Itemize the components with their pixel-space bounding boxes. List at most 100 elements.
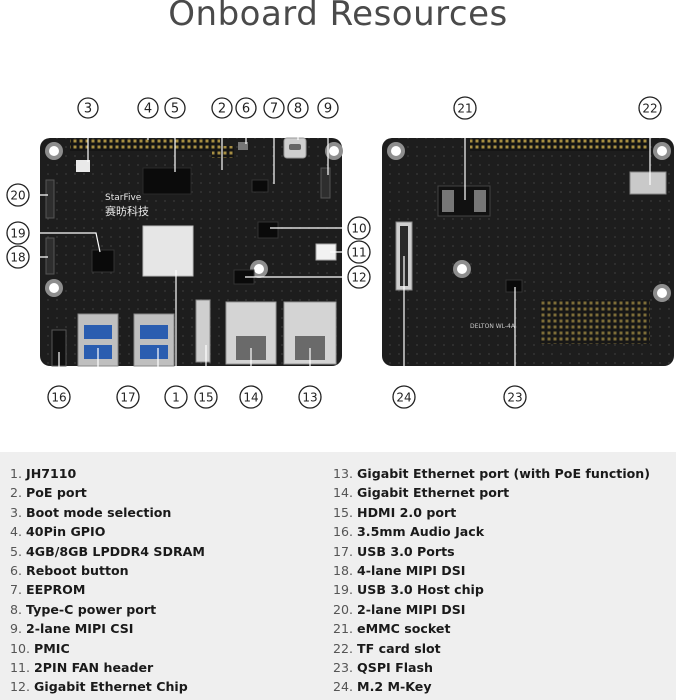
svg-text:4: 4 (144, 102, 152, 117)
board-diagram: StarFive 赛昉科技 (6, 96, 674, 409)
legend-item: 7. EEPROM (10, 582, 86, 598)
callout-1: 1 (164, 385, 188, 409)
callout-4: 4 (137, 97, 159, 119)
svg-text:13: 13 (302, 391, 317, 405)
svg-text:10: 10 (351, 222, 366, 236)
legend-item: 3. Boot mode selection (10, 504, 172, 520)
svg-text:8: 8 (294, 102, 302, 117)
page-title: Onboard Resources (168, 0, 508, 34)
svg-text:14: 14 (243, 391, 258, 405)
legend-item: 5. 4GB/8GB LPDDR4 SDRAM (10, 543, 205, 559)
callout-3: 3 (77, 97, 99, 119)
legend-item: 11. 2PIN FAN header (10, 659, 154, 675)
legend-item: 10. PMIC (10, 640, 70, 656)
legend-item: 14. Gigabit Ethernet port (333, 485, 510, 501)
legend-item: 24. M.2 M-Key (333, 679, 432, 695)
legend-item: 2. PoE port (10, 485, 87, 501)
svg-text:5: 5 (171, 102, 179, 117)
mipi-dsi-4lane-connector (45, 237, 55, 275)
legend-item: 13. Gigabit Ethernet port (with PoE func… (333, 466, 651, 481)
mipi-csi-connector (320, 167, 331, 199)
legend-item: 6. Reboot button (10, 562, 129, 578)
svg-text:20: 20 (10, 189, 25, 203)
brand-logo-en: StarFive (105, 193, 142, 203)
svg-text:6: 6 (242, 102, 250, 117)
legend-item: 9. 2-lane MIPI CSI (10, 621, 134, 637)
legend-item: 18. 4-lane MIPI DSI (333, 562, 466, 578)
callout-22: 22 (638, 96, 662, 120)
svg-text:16: 16 (51, 391, 66, 405)
svg-text:3: 3 (84, 102, 92, 117)
svg-text:24: 24 (396, 391, 411, 405)
legend-item: 15. HDMI 2.0 port (333, 504, 457, 520)
callout-7: 7 (263, 97, 285, 119)
callout-12: 12 (347, 265, 371, 289)
legend-panel: 1. JH7110 2. PoE port 3. Boot mode selec… (0, 452, 676, 700)
legend-item: 8. Type-C power port (10, 601, 157, 617)
mounting-holes-back (387, 142, 671, 302)
callout-24: 24 (392, 385, 416, 409)
board-front: StarFive 赛昉科技 (40, 137, 343, 367)
svg-text:22: 22 (642, 102, 657, 116)
callout-11: 11 (347, 240, 371, 264)
svg-text:21: 21 (457, 102, 472, 116)
legend-item: 22. TF card slot (333, 640, 441, 656)
callout-8: 8 (287, 97, 309, 119)
poe-header (212, 146, 234, 158)
through-hole-pads (540, 300, 650, 344)
legend-item: 19. USB 3.0 Host chip (333, 582, 484, 598)
boot-switch (76, 160, 90, 172)
svg-text:9: 9 (324, 102, 332, 117)
pmic-chip (257, 221, 279, 239)
tf-card-slot (629, 171, 667, 195)
gpio-pins-back (470, 139, 650, 151)
callouts: 3 4 5 2 6 7 8 9 10 11 12 20 19 18 16 17 … (6, 96, 662, 409)
svg-text:15: 15 (198, 391, 213, 405)
callout-14: 14 (239, 385, 263, 409)
svg-text:23: 23 (507, 391, 522, 405)
svg-text:1: 1 (172, 391, 180, 405)
brand-logo-cn: 赛昉科技 (105, 204, 149, 218)
svg-text:11: 11 (351, 246, 366, 260)
callout-19: 19 (6, 221, 30, 245)
reboot-button-part (238, 142, 248, 150)
ram-chip (142, 167, 192, 195)
callout-9: 9 (317, 97, 339, 119)
svg-text:17: 17 (120, 391, 135, 405)
callout-17: 17 (116, 385, 140, 409)
mipi-dsi-2lane-connector (45, 179, 55, 219)
legend-item: 1. JH7110 (10, 466, 77, 481)
callout-20: 20 (6, 183, 30, 207)
callout-16: 16 (47, 385, 71, 409)
legend-item: 4. 40Pin GPIO (10, 524, 106, 540)
callout-15: 15 (194, 385, 218, 409)
callout-23: 23 (503, 385, 527, 409)
svg-text:18: 18 (10, 251, 25, 265)
callout-18: 18 (6, 245, 30, 269)
hdmi-port (195, 299, 211, 363)
svg-text:7: 7 (270, 102, 278, 117)
eeprom-chip (251, 179, 269, 193)
usb-host-chip (91, 249, 115, 273)
board-back: DELTON WL-4A (382, 138, 674, 366)
legend-item: 17. USB 3.0 Ports (333, 543, 455, 559)
mounting-holes-front (45, 142, 343, 297)
back-chip-label: DELTON WL-4A (470, 323, 516, 330)
svg-text:12: 12 (351, 271, 366, 285)
gpio-header (70, 139, 220, 151)
legend-item: 20. 2-lane MIPI DSI (333, 601, 466, 617)
legend-item: 16. 3.5mm Audio Jack (333, 524, 485, 540)
callout-10: 10 (347, 216, 371, 240)
legend-column-right: 13. Gigabit Ethernet port (with PoE func… (333, 464, 650, 697)
legend-item: 23. QSPI Flash (333, 659, 434, 675)
callout-2: 2 (211, 97, 233, 119)
svg-text:19: 19 (10, 227, 25, 241)
legend-item: 21. eMMC socket (333, 621, 451, 637)
legend-item: 12. Gigabit Ethernet Chip (10, 679, 188, 695)
callout-5: 5 (164, 97, 186, 119)
callout-13: 13 (298, 385, 322, 409)
legend-column-left: 1. JH7110 2. PoE port 3. Boot mode selec… (10, 464, 205, 697)
callout-lines (30, 118, 651, 386)
soc-jh7110 (142, 225, 194, 277)
svg-text:2: 2 (218, 102, 226, 117)
